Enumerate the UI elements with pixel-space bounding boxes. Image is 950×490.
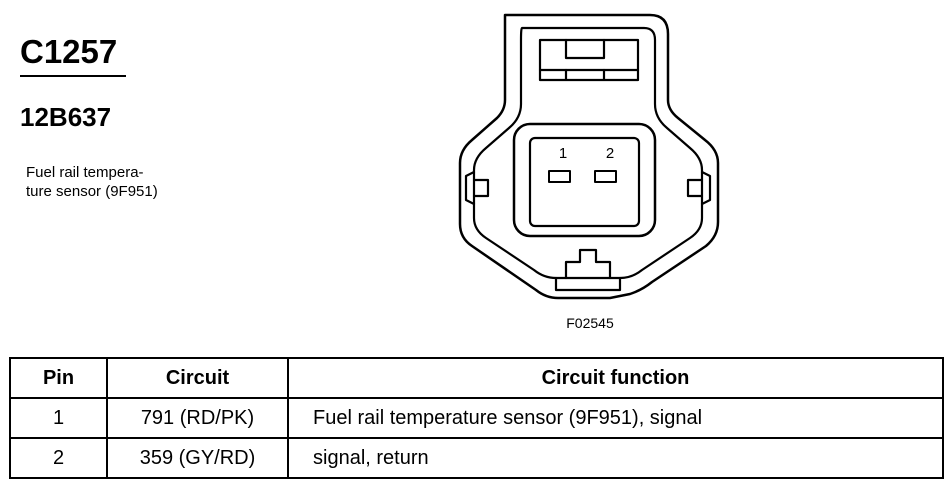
- connector-housing-outer: [458, 13, 720, 300]
- header-circuit: Circuit: [106, 357, 289, 399]
- pin-1-label: 1: [559, 145, 567, 162]
- right-side-latch: [686, 170, 712, 206]
- pin-1-terminal: [548, 170, 571, 183]
- table-header-row: Pin Circuit Circuit function: [9, 357, 944, 399]
- connector-face-diagram: 1 2: [458, 13, 720, 300]
- table-row: 1 791 (RD/PK) Fuel rail temperature sens…: [9, 397, 944, 439]
- bottom-key: [564, 248, 612, 280]
- pin-2-terminal: [594, 170, 617, 183]
- description-line-2: ture sensor (9F951): [26, 183, 158, 200]
- circuit-function-cell: Fuel rail temperature sensor (9F951), si…: [287, 397, 944, 439]
- pin-2-label: 2: [606, 145, 614, 162]
- pin-cell: 1: [9, 397, 108, 439]
- connector-id: C1257: [20, 33, 118, 70]
- bottom-key-base: [554, 276, 622, 292]
- pin-cell: 2: [9, 437, 108, 479]
- header-pin: Pin: [9, 357, 108, 399]
- locking-tab-ramp: [538, 68, 640, 82]
- left-side-latch: [464, 170, 490, 206]
- locking-tab: [538, 38, 640, 72]
- pin-cavity-outer: [512, 122, 657, 238]
- header-circuit-function: Circuit function: [287, 357, 944, 399]
- circuit-cell: 791 (RD/PK): [106, 397, 289, 439]
- description-line-1: Fuel rail tempera-: [26, 164, 144, 181]
- part-number: 12B637: [20, 102, 112, 132]
- connector-description: Fuel rail tempera- ture sensor (9F951): [26, 163, 196, 201]
- pinout-table: Pin Circuit Circuit function 1 791 (RD/P…: [9, 357, 944, 479]
- circuit-function-cell: signal, return: [287, 437, 944, 479]
- locking-tab-slot: [564, 38, 606, 60]
- figure-id: F02545: [566, 315, 614, 331]
- circuit-cell: 359 (GY/RD): [106, 437, 289, 479]
- pin-cavity-inner: [528, 136, 641, 228]
- table-row: 2 359 (GY/RD) signal, return: [9, 437, 944, 479]
- connector-id-underline: [20, 75, 126, 77]
